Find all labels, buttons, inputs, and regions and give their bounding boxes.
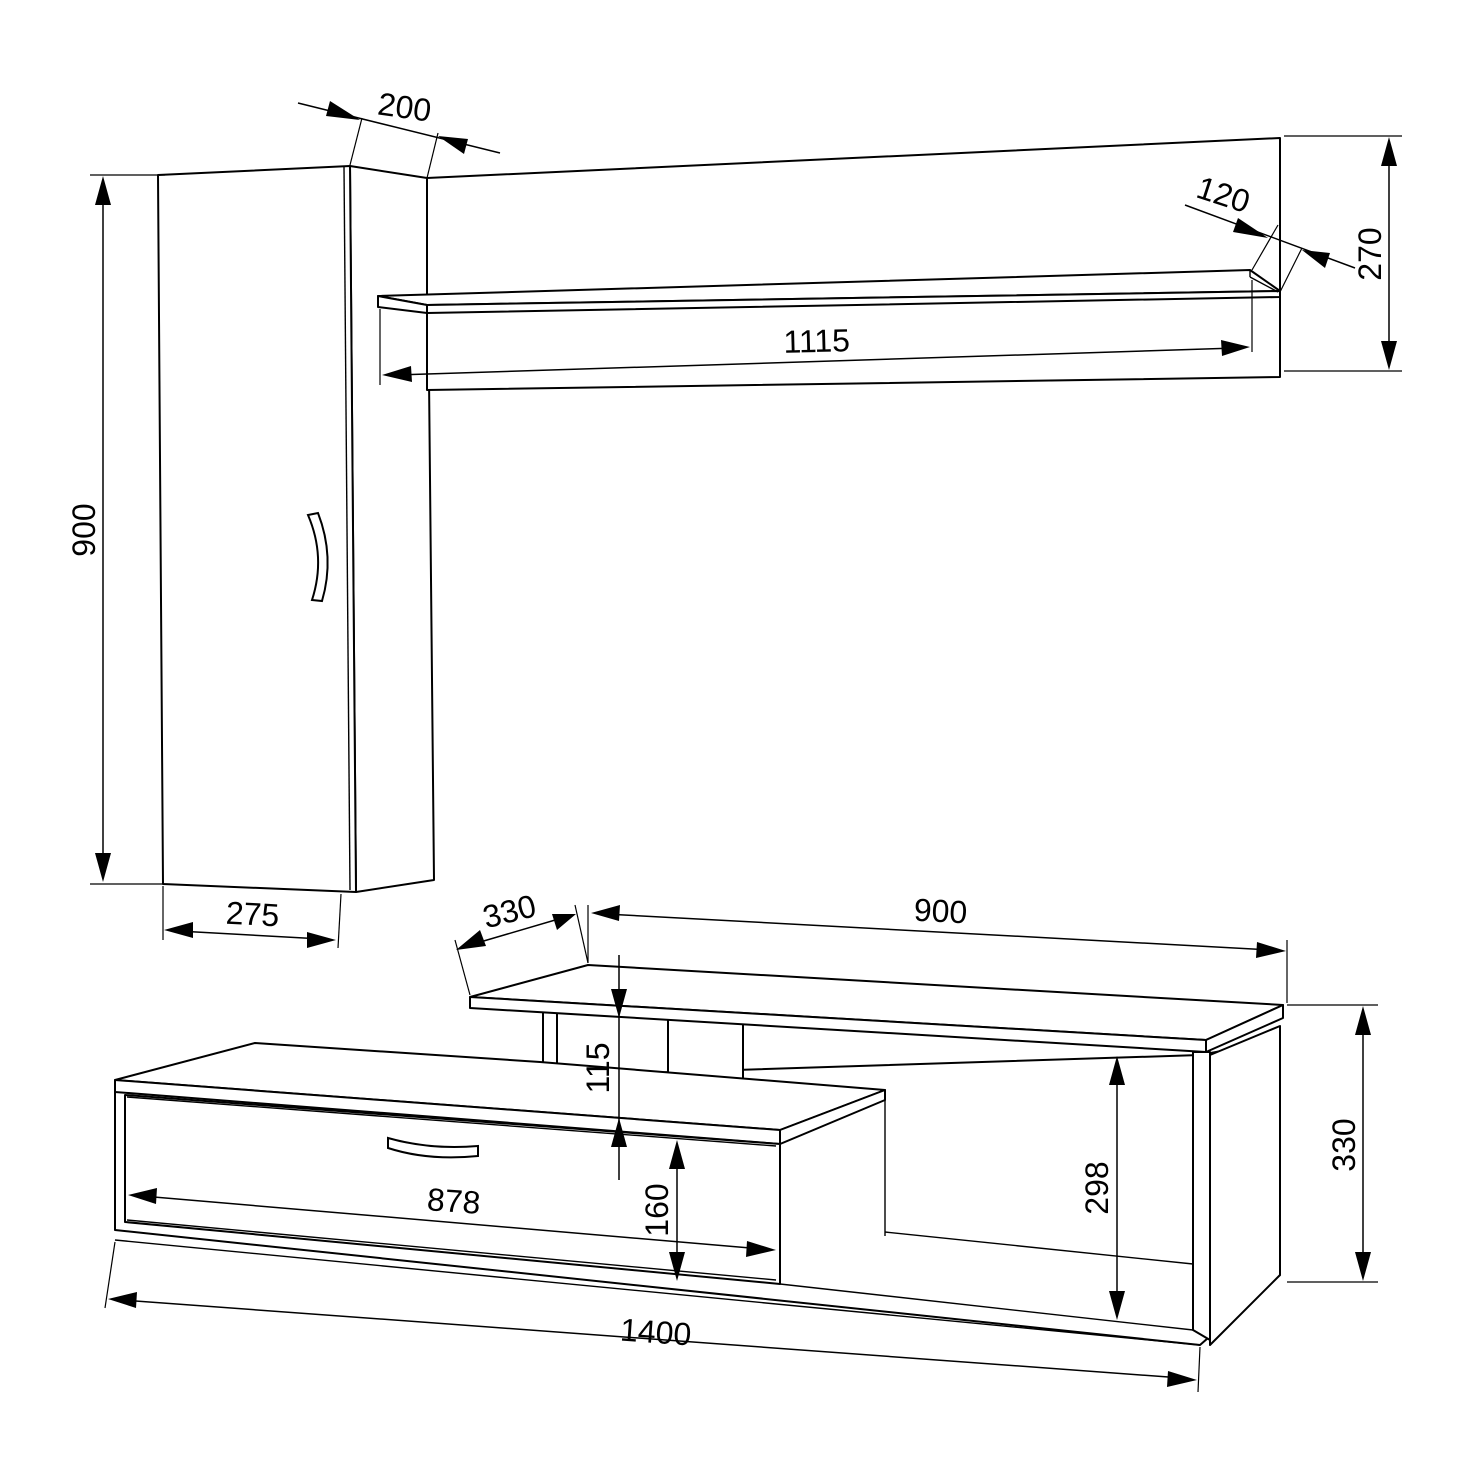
shelf-back-panel: [426, 137, 1281, 391]
label-cabinet-width: 275: [225, 895, 280, 934]
label-drawer-height: 160: [639, 1183, 675, 1236]
label-tv-top-depth: 330: [479, 887, 540, 935]
label-tv-unit-height: 330: [1326, 1118, 1362, 1171]
label-drawer-width: 878: [426, 1181, 482, 1221]
label-cabinet-height: 900: [66, 503, 102, 556]
wall-shelf: [377, 137, 1281, 391]
label-cabinet-depth: 200: [376, 86, 434, 129]
dimension-lines: [90, 101, 1402, 1393]
drawer-handle-icon: [387, 1136, 479, 1159]
label-tv-total-width: 1400: [619, 1312, 693, 1353]
cabinet-side-panel: [349, 165, 435, 893]
label-shelf-panel-height: 270: [1352, 227, 1388, 280]
label-shelf-length: 1115: [783, 322, 850, 360]
wall-cabinet: [157, 165, 435, 893]
cabinet-door: [157, 165, 357, 893]
tv-unit: [114, 964, 1284, 1346]
tv-unit-right-side: [1192, 1051, 1211, 1341]
dimension-labels: 900 200 275 1115 120 270 330 900 115 160…: [66, 86, 1388, 1353]
label-tv-top-width: 900: [913, 892, 968, 931]
cabinet-handle-icon: [306, 511, 329, 603]
label-tv-riser-height: 115: [580, 1042, 616, 1093]
label-tv-inner-height: 298: [1079, 1161, 1115, 1214]
